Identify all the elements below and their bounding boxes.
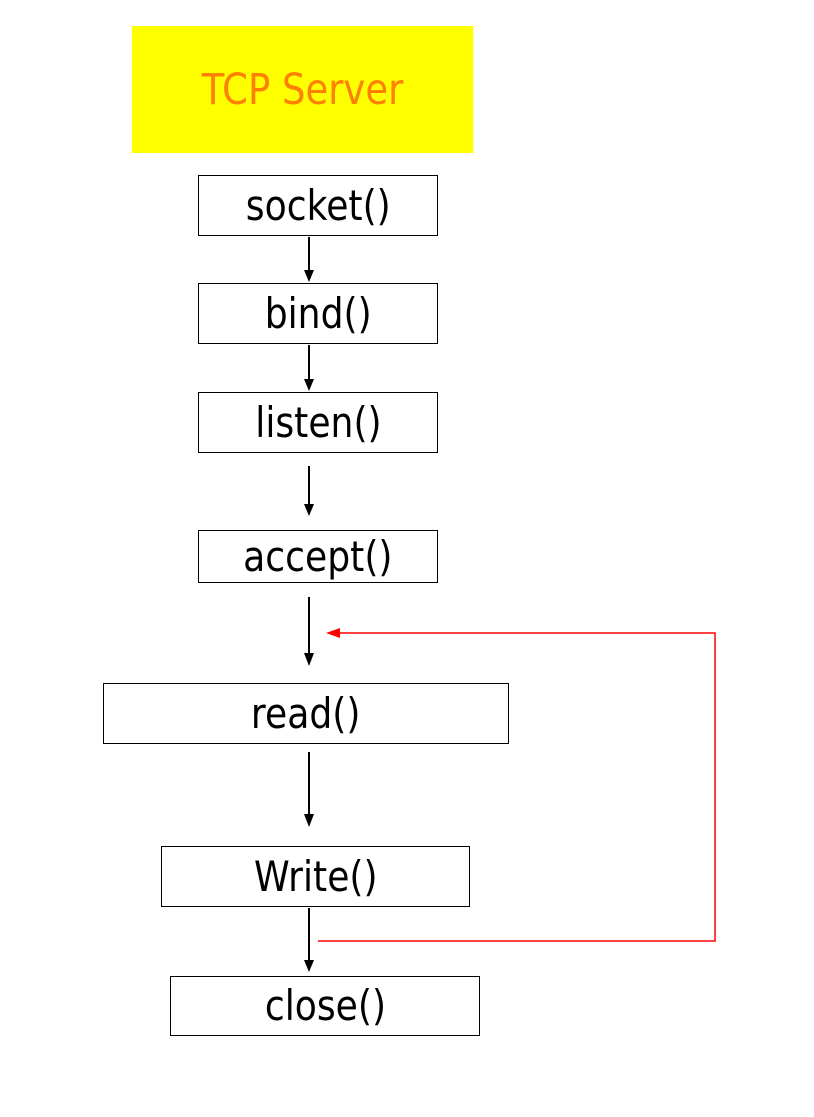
arrowhead-read-to-write [304, 814, 314, 827]
arrowhead-accept-to-read [304, 653, 314, 666]
step-socket: socket() [198, 175, 438, 236]
step-close: close() [170, 976, 480, 1036]
step-read: read() [103, 683, 509, 744]
arrowhead-write-to-close [304, 960, 314, 972]
step-accept-label: accept() [243, 531, 393, 581]
step-write-label: Write() [253, 851, 378, 901]
step-read-label: read() [251, 688, 361, 738]
step-socket-label: socket() [245, 180, 391, 230]
step-accept: accept() [198, 530, 438, 583]
diagram-title-box: TCP Server [131, 26, 474, 153]
step-listen-label: listen() [254, 397, 382, 447]
diagram-title: TCP Server [201, 64, 404, 115]
step-listen: listen() [198, 392, 438, 453]
loop-arrowhead [326, 628, 340, 638]
arrowhead-bind-to-listen [304, 379, 314, 391]
step-write: Write() [161, 846, 470, 907]
step-bind: bind() [198, 283, 438, 344]
step-close-label: close() [264, 981, 386, 1030]
arrowhead-listen-to-accept [304, 504, 314, 516]
arrowhead-socket-to-bind [304, 270, 314, 282]
step-bind-label: bind() [264, 288, 372, 338]
